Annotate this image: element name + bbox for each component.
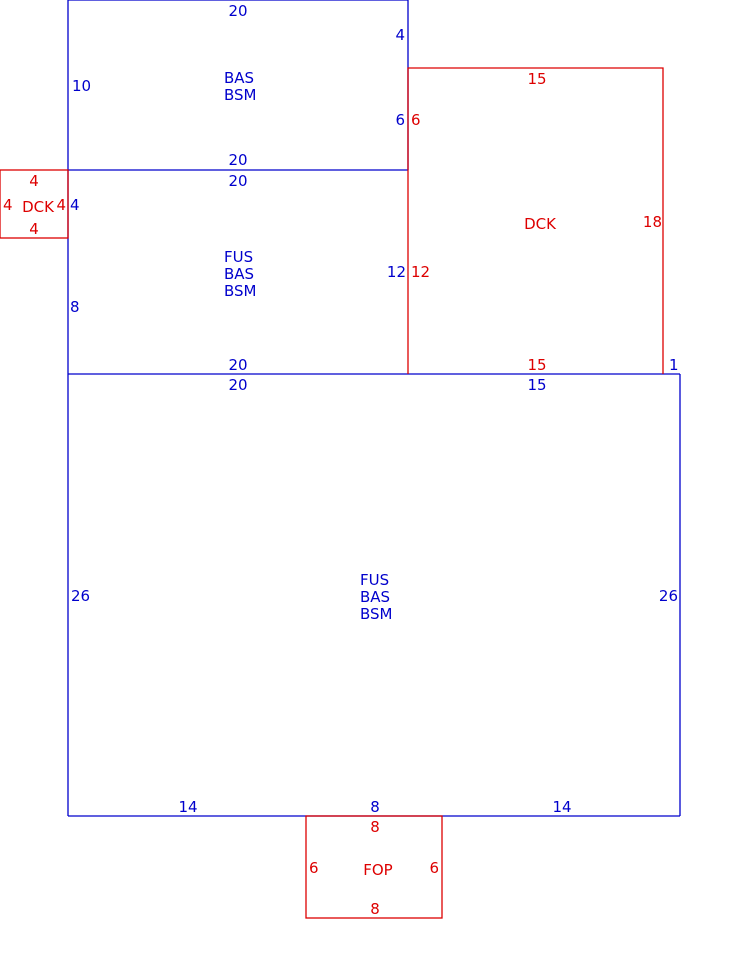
porch-dim-bottom: 8 <box>370 900 380 918</box>
middle-section-dim-bottom: 20 <box>228 356 247 374</box>
top-section-dim-top: 20 <box>228 2 247 20</box>
deck-large-outline <box>407 67 664 374</box>
top-section-dim-bottom: 20 <box>228 151 247 169</box>
main-section-dim-bottom-left: 14 <box>178 798 197 816</box>
top-section-labels: 20 10 4 6 20 BAS BSM <box>72 2 405 169</box>
porch-labels: 8 6 6 8 FOP <box>309 818 439 918</box>
deck-large-labels: 15 6 12 18 15 DCK <box>411 70 662 374</box>
deck-small-labels: 4 4 4 4 DCK <box>3 172 66 238</box>
deck-large-dim-top: 15 <box>527 70 546 88</box>
deck-small-dim-top: 4 <box>29 172 39 190</box>
top-section-code-1: BAS <box>224 69 254 87</box>
porch-dim-top: 8 <box>370 818 380 836</box>
deck-large-dim-left-upper: 6 <box>411 111 421 129</box>
main-section-dim-right: 26 <box>659 587 678 605</box>
main-section-code-2: BAS <box>360 588 390 606</box>
main-section-labels: 20 15 1 26 26 14 8 14 FUS BAS BSM <box>71 356 679 816</box>
middle-section-dim-top: 20 <box>228 172 247 190</box>
deck-large-dim-left-lower: 12 <box>411 263 430 281</box>
deck-small-code: DCK <box>22 198 55 216</box>
main-section-code-1: FUS <box>360 571 389 589</box>
porch-dim-right: 6 <box>429 859 439 877</box>
deck-small-outline <box>0 169 69 239</box>
middle-section-code-2: BAS <box>224 265 254 283</box>
main-section-dim-top-left: 20 <box>228 376 247 394</box>
middle-section-dim-right: 12 <box>387 263 406 281</box>
top-section-code-2: BSM <box>224 86 257 104</box>
deck-large-dim-right: 18 <box>643 213 662 231</box>
main-section-dim-top-right: 15 <box>527 376 546 394</box>
porch-outline <box>305 815 443 919</box>
top-section-dim-left: 10 <box>72 77 91 95</box>
middle-section-dim-left-upper: 4 <box>70 196 80 214</box>
top-section-dim-right-upper: 4 <box>395 26 405 44</box>
top-section-dim-right-lower: 6 <box>395 111 405 129</box>
porch-code: FOP <box>363 861 392 879</box>
porch-dim-left: 6 <box>309 859 319 877</box>
main-section-code-3: BSM <box>360 605 393 623</box>
deck-small-dim-right: 4 <box>56 196 66 214</box>
middle-section-code-1: FUS <box>224 248 253 266</box>
exterior-feature-outlines <box>0 67 664 919</box>
middle-section-code-3: BSM <box>224 282 257 300</box>
deck-large-code: DCK <box>524 215 557 233</box>
deck-small-dim-bottom: 4 <box>29 220 39 238</box>
deck-small-dim-left: 4 <box>3 196 13 214</box>
middle-section-labels: 20 4 8 12 20 FUS BAS BSM <box>70 172 406 374</box>
living-area-outlines <box>67 0 681 817</box>
main-section-dim-top-jog: 1 <box>669 356 679 374</box>
middle-section-dim-left-lower: 8 <box>70 298 80 316</box>
main-section-dim-bottom-right: 14 <box>552 798 571 816</box>
main-section-dim-left: 26 <box>71 587 90 605</box>
main-section-dim-bottom-mid: 8 <box>370 798 380 816</box>
deck-large-dim-bottom: 15 <box>527 356 546 374</box>
